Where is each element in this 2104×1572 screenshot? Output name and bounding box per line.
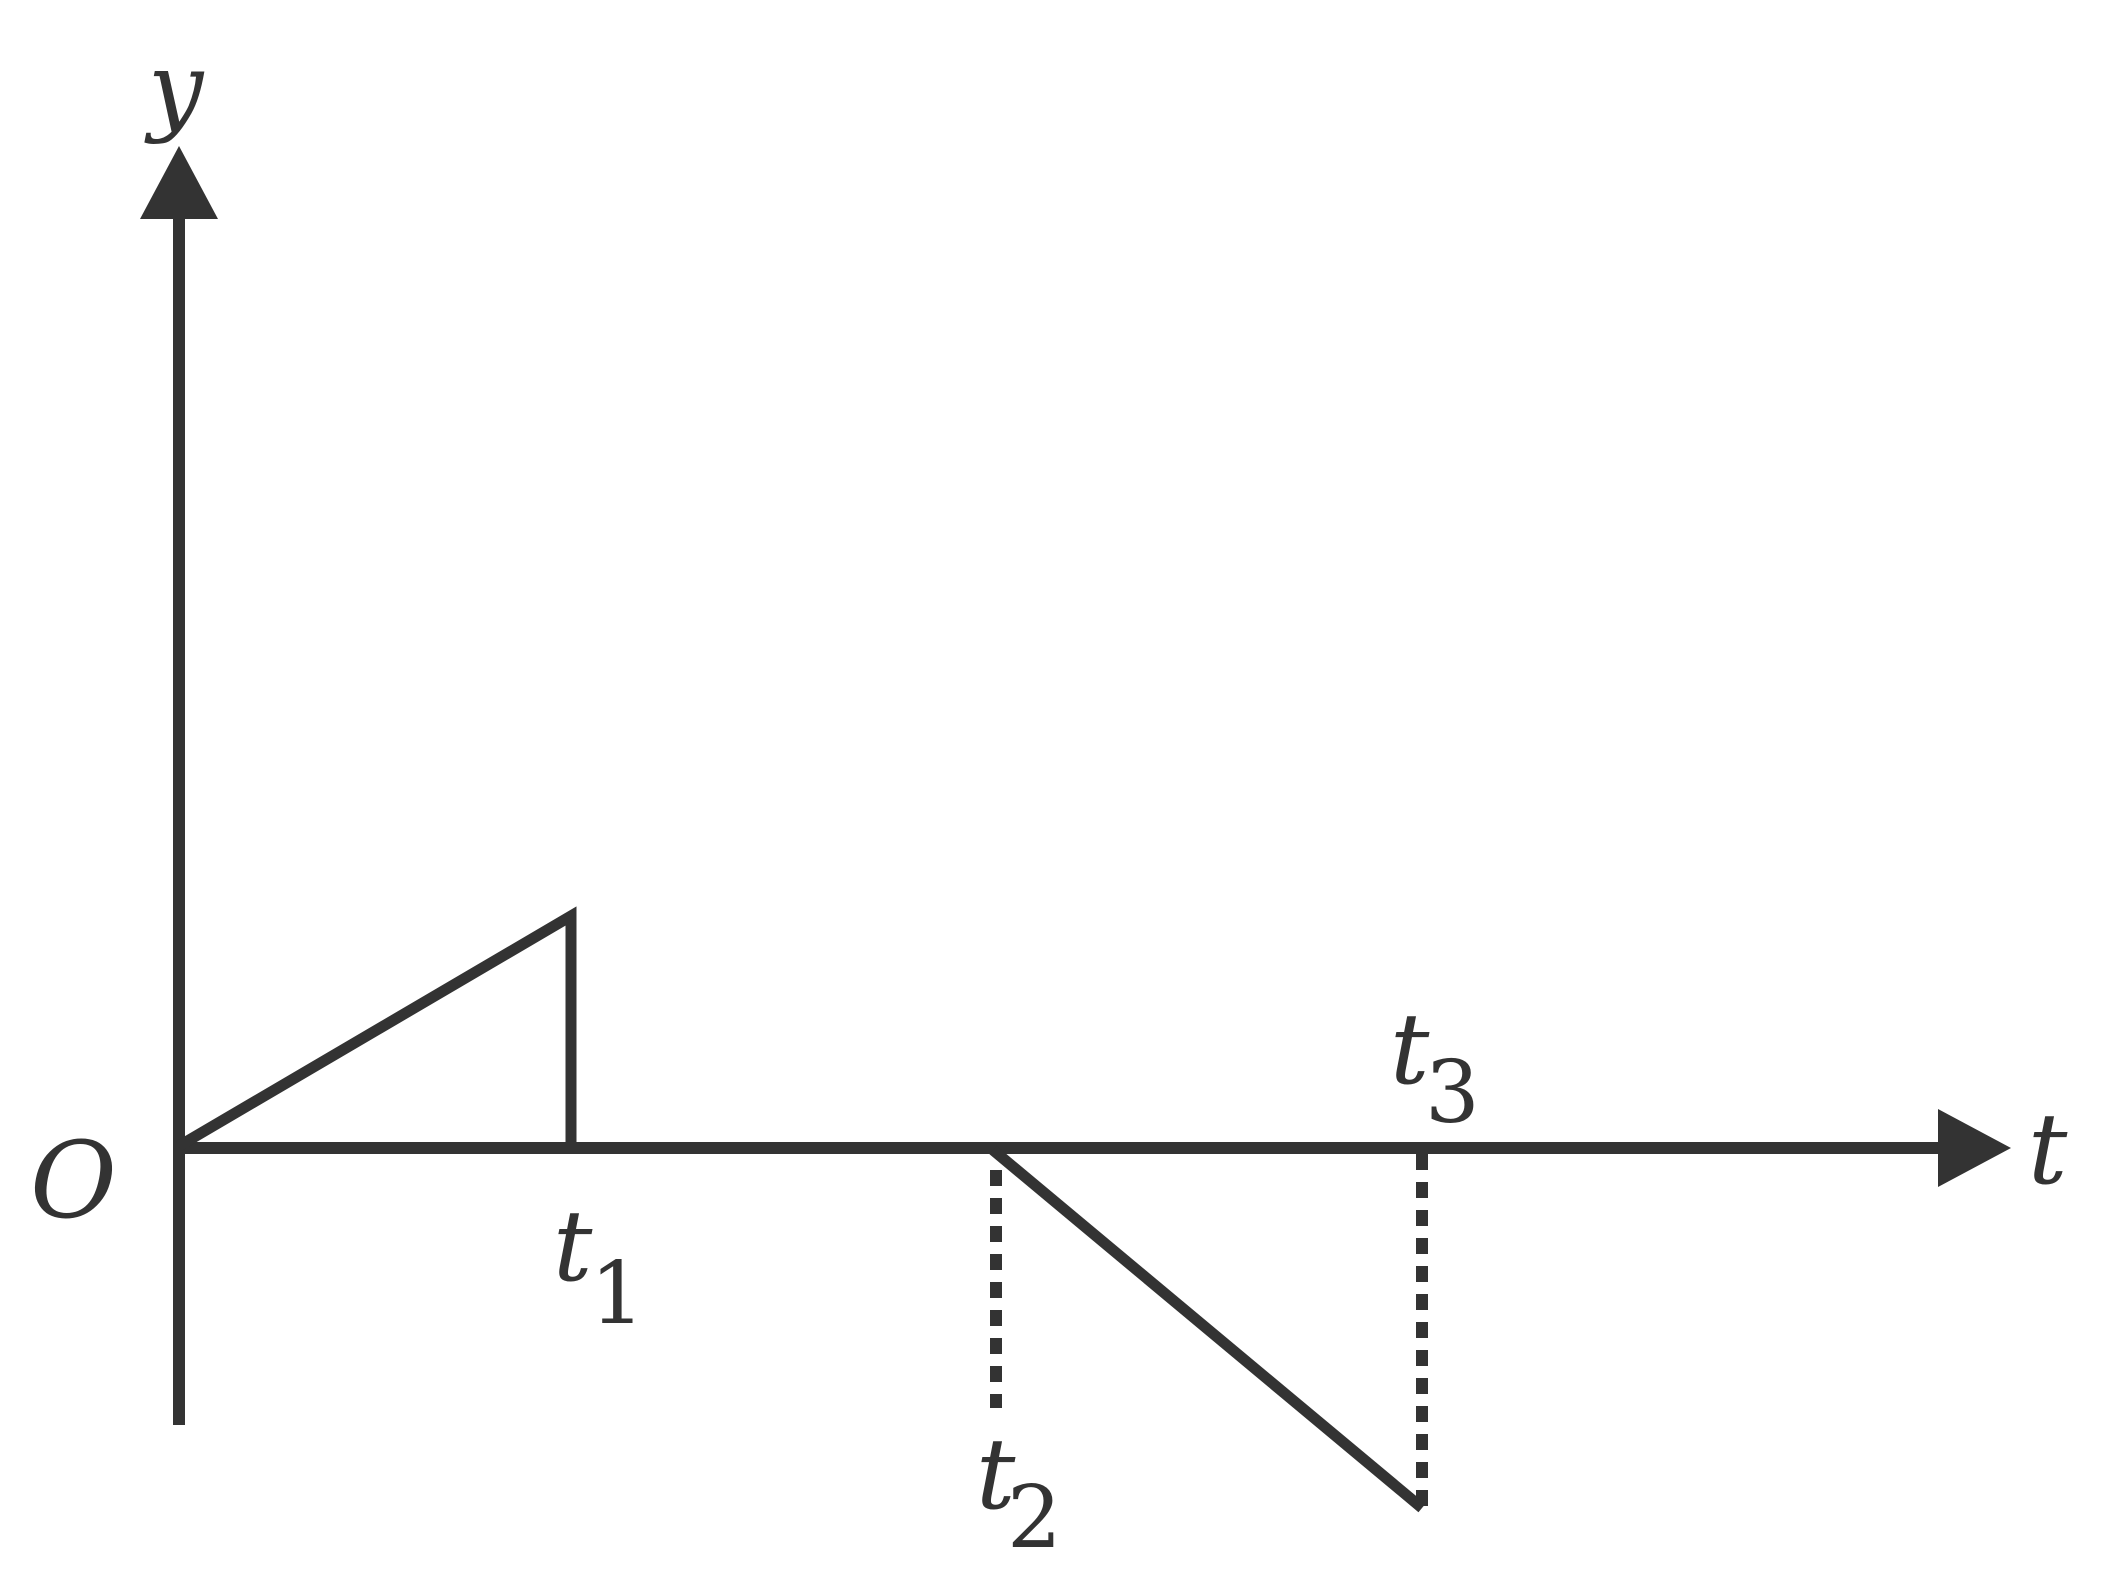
ramp-down-segment	[989, 1145, 1426, 1513]
t1-label-subscript: 1	[590, 1244, 645, 1344]
origin-label: O	[30, 1119, 117, 1242]
t2-label-base: t	[976, 1418, 1016, 1532]
y-axis-arrowhead	[140, 146, 218, 219]
y-axis-label: y	[144, 32, 205, 146]
t-axis-arrowhead	[1938, 1109, 2011, 1187]
t-axis-label: t	[2028, 1093, 2068, 1207]
ramp-up-segment	[176, 906, 577, 1151]
t3-label-subscript: 3	[1425, 1043, 1480, 1143]
t3-label-base: t	[1390, 993, 1430, 1107]
t2-label-subscript: 2	[1007, 1468, 1062, 1568]
t1-label-base: t	[553, 1190, 593, 1304]
